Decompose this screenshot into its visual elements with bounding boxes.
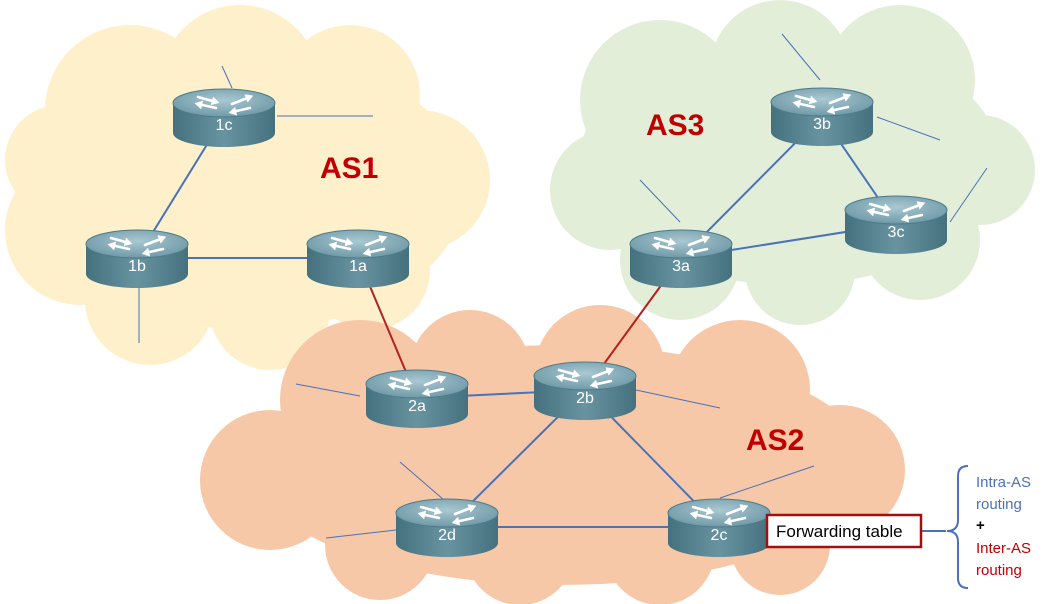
router-arrows-icon — [792, 93, 852, 115]
router-3c: 3c — [844, 195, 948, 254]
router-label: 2c — [711, 527, 728, 544]
legend-inter-line2: routing — [976, 562, 1022, 579]
router-top — [844, 195, 948, 225]
router-label: 3b — [813, 116, 831, 133]
router-arrows-icon — [651, 235, 711, 257]
as3-label: AS3 — [646, 109, 704, 142]
legend-plus: + — [976, 517, 985, 534]
router-3b: 3b — [770, 87, 874, 146]
router-1c: 1c — [172, 88, 276, 147]
forwarding-table: Forwarding table — [765, 513, 923, 549]
router-top — [770, 87, 874, 117]
router-top — [365, 369, 469, 399]
router-arrows-icon — [107, 235, 167, 257]
router-top — [306, 229, 410, 259]
router-1b: 1b — [85, 229, 189, 288]
router-label: 2a — [408, 398, 426, 415]
as2-label: AS2 — [746, 424, 804, 457]
router-2c: 2c — [667, 498, 771, 557]
as1-label: AS1 — [320, 152, 378, 185]
router-arrows-icon — [328, 235, 388, 257]
router-2d: 2d — [395, 498, 499, 557]
router-label: 1b — [128, 258, 146, 275]
router-arrows-icon — [387, 375, 447, 397]
router-arrows-icon — [417, 504, 477, 526]
router-label: 1a — [349, 258, 367, 275]
legend-intra-line1: Intra-AS — [976, 474, 1031, 491]
legend-brace — [946, 465, 969, 589]
forwarding-table-box — [765, 513, 923, 549]
router-label: 2b — [576, 390, 594, 407]
legend-inter-line1: Inter-AS — [976, 540, 1031, 557]
router-label: 1c — [216, 117, 233, 134]
router-2a: 2a — [365, 369, 469, 428]
as3-cloud — [550, 0, 1035, 325]
legend: Intra-AS routing + Inter-AS routing — [976, 474, 1031, 579]
router-top — [395, 498, 499, 528]
router-top — [533, 361, 637, 391]
router-arrows-icon — [866, 201, 926, 223]
router-top — [629, 229, 733, 259]
router-top — [85, 229, 189, 259]
legend-intra-line2: routing — [976, 496, 1022, 513]
as1-cloud — [5, 5, 490, 370]
forwarding-table-label: Forwarding table — [776, 522, 903, 541]
stub-links — [138, 33, 988, 539]
router-label: 3a — [672, 258, 690, 275]
router-arrows-icon — [194, 94, 254, 116]
router-2b: 2b — [533, 361, 637, 420]
router-arrows-icon — [555, 367, 615, 389]
router-arrows-icon — [689, 504, 749, 526]
router-3a: 3a — [629, 229, 733, 288]
router-top — [667, 498, 771, 528]
routers: 1a 1b 1c 2a 2b 2c 2d 3a 3b 3c — [85, 87, 948, 557]
router-label: 3c — [888, 224, 905, 241]
router-label: 2d — [438, 527, 456, 544]
router-1a: 1a — [306, 229, 410, 288]
router-top — [172, 88, 276, 118]
